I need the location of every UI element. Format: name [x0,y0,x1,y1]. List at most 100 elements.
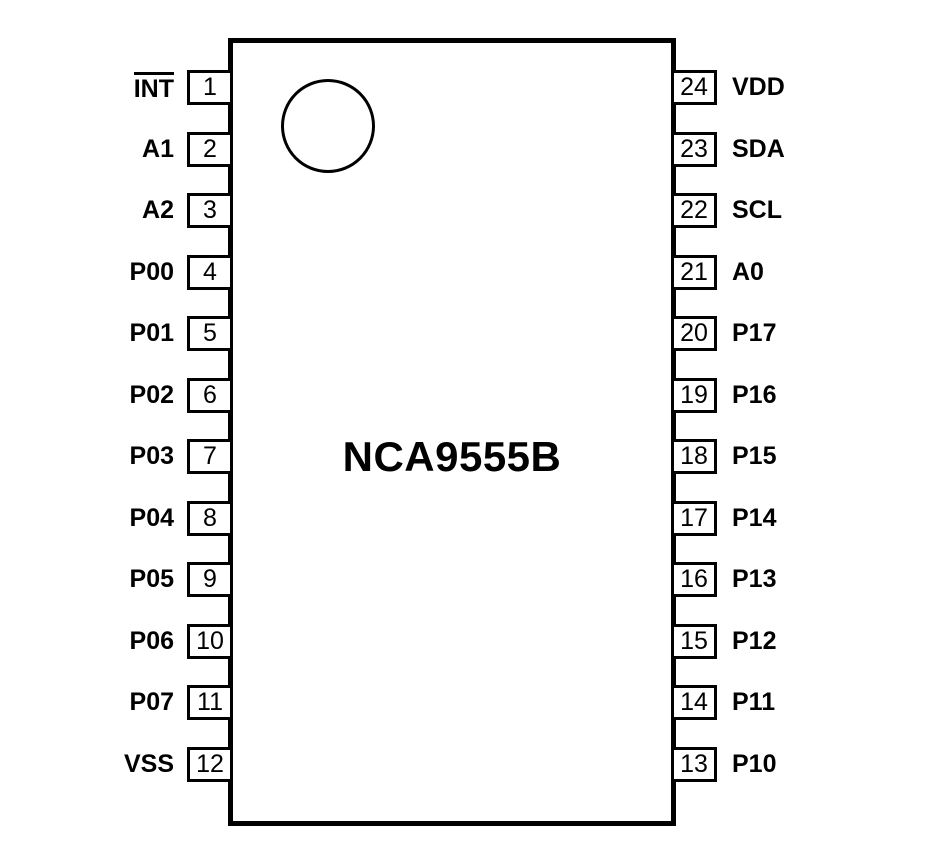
pin-label-a2: A2 [142,196,174,224]
pin-number: 7 [203,442,217,471]
pin-number: 11 [197,688,223,717]
pin-label-p16: P16 [732,380,777,409]
pin-label-scl: SCL [732,196,782,224]
pin-label-p17: P17 [732,319,777,347]
pin-label-p10: P10 [732,749,777,778]
pin1-indicator-circle [281,79,375,173]
pin-box-2: 2 [187,131,233,167]
pin-row-20: 20 P17 [671,303,776,365]
pin-label-p15: P15 [732,442,777,470]
pin-box-16: 16 [671,562,717,598]
pin-row-9: P05 9 [130,549,233,611]
pin-box-19: 19 [671,377,717,413]
pin-box-1: 1 [187,70,233,106]
pin-box-8: 8 [187,500,233,536]
pin-label-p14: P14 [732,503,777,532]
pin-label-p06: P06 [129,626,174,655]
chip-package-outline: NCA9555B [228,38,676,826]
pin-box-18: 18 [671,439,717,475]
pin-box-12: 12 [187,746,233,782]
pin-label-a1: A1 [142,134,174,163]
pin-box-22: 22 [671,193,717,229]
pin-box-3: 3 [187,193,233,229]
pin-number: 2 [203,134,217,163]
pin-label-p12: P12 [732,626,777,655]
pin-box-13: 13 [671,746,717,782]
pin-row-3: A2 3 [142,180,233,242]
pin-number: 3 [203,196,217,225]
pin-number: 10 [196,626,224,655]
pin-number: 4 [203,257,217,286]
pin-row-11: P07 11 [130,672,233,734]
pin-box-24: 24 [671,70,717,106]
pin-label-p00: P00 [129,257,174,286]
pin-row-15: 15 P12 [671,611,776,673]
pin-box-20: 20 [671,316,717,352]
pin-box-7: 7 [187,439,233,475]
pin-row-7: P03 7 [130,426,233,488]
pin-number: 1 [203,73,217,102]
pin-number: 24 [680,73,708,102]
pin-label-p07: P07 [129,688,174,716]
pin-row-17: 17 P14 [671,488,776,550]
pin-number: 19 [680,380,708,409]
pin-row-10: P06 10 [130,611,233,673]
pin-label-vdd: VDD [732,73,785,101]
pin-box-9: 9 [187,562,233,598]
pin-number: 17 [680,503,708,532]
pin-row-21: 21 A0 [671,242,764,304]
pin-box-15: 15 [671,623,717,659]
pin-row-6: P02 6 [130,365,233,427]
chip-name-label: NCA9555B [342,433,562,480]
pin-number: 12 [196,749,224,778]
pin-number: 5 [203,319,217,348]
pin-box-4: 4 [187,254,233,290]
pin-label-a0: A0 [732,257,764,286]
pin-label-vss: VSS [123,749,174,778]
pin-number: 9 [203,565,217,594]
pin-row-18: 18 P15 [671,426,776,488]
pin-number: 13 [680,749,708,778]
pin-number: 14 [680,688,708,717]
pin-row-16: 16 P13 [671,549,776,611]
pin-row-22: 22 SCL [671,180,782,242]
pin-label-p04: P04 [129,503,174,532]
pin-label-p03: P03 [129,442,174,470]
pin-box-23: 23 [671,131,717,167]
pin-label-p02: P02 [129,380,174,409]
pin-box-21: 21 [671,254,717,290]
pin-row-14: 14 P11 [671,672,775,734]
pin-label-p01: P01 [129,319,174,347]
pin-box-11: 11 [187,685,233,721]
pin-box-14: 14 [671,685,717,721]
pin-row-23: 23 SDA [671,119,785,181]
pin-row-8: P04 8 [130,488,233,550]
pin-row-1: INT 1 [133,57,233,119]
pin-box-10: 10 [187,623,233,659]
pin-row-24: 24 VDD [671,57,785,119]
pin-number: 16 [680,565,708,594]
pin-number: 20 [680,319,708,348]
pin-number: 8 [203,503,217,532]
pin-number: 18 [680,442,708,471]
pin-label-p11: P11 [732,688,776,716]
pin-label-p13: P13 [732,565,777,593]
pin-row-13: 13 P10 [671,734,776,796]
pin-row-4: P00 4 [130,242,233,304]
pin-number: 23 [680,134,708,163]
pin-label-sda: SDA [732,134,785,163]
pin-number: 21 [680,257,708,286]
pin-label-int: INT [133,72,174,104]
pin-box-5: 5 [187,316,233,352]
pin-number: 6 [203,380,217,409]
pin-row-19: 19 P16 [671,365,776,427]
pin-number: 15 [680,626,708,655]
pin-number: 22 [680,196,708,225]
pin-box-17: 17 [671,500,717,536]
pin-row-12: VSS 12 [124,734,233,796]
pin-row-2: A1 2 [142,119,233,181]
pin-label-p05: P05 [129,565,174,593]
